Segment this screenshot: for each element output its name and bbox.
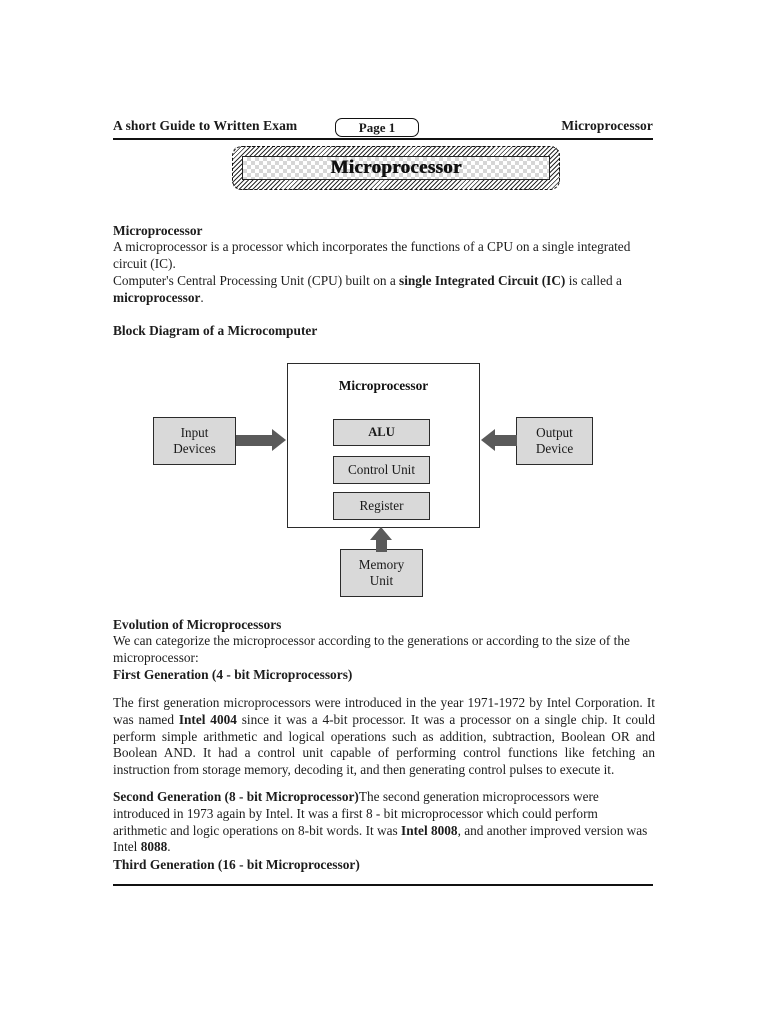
cpu-def-bold-micro: microprocessor: [113, 289, 201, 305]
first-gen-prefix: The first generation microprocessors wer…: [113, 695, 655, 727]
title-banner: Microprocessor: [232, 146, 560, 190]
second-gen-text1: The second generation microprocessors we…: [113, 789, 599, 838]
title-banner-inner: Microprocessor: [242, 156, 550, 180]
footer-divider-rule: [113, 884, 653, 886]
heading-evolution: Evolution of Microprocessors: [113, 617, 282, 632]
second-gen-bold-8088: 8088: [140, 839, 168, 855]
input-devices-line-2: Devices: [173, 441, 216, 456]
paragraph-second-generation: Second Generation (8 - bit Microprocesso…: [113, 789, 655, 856]
header-left-title: A short Guide to Written Exam: [113, 118, 298, 133]
diagram-register-box: Register: [333, 492, 430, 520]
cpu-def-bold-ic: single Integrated Circuit (IC): [399, 273, 566, 288]
diagram-memory-unit-box: Memory Unit: [340, 549, 423, 597]
second-gen-text3: .: [167, 839, 171, 855]
first-gen-bold-intel4004: Intel 4004: [178, 711, 237, 727]
output-device-line-2: Device: [535, 441, 574, 456]
running-header: A short Guide to Written Exam Page 1 Mic…: [113, 118, 653, 140]
cpu-def-mid: is called a: [565, 273, 622, 288]
diagram-input-devices-box: Input Devices: [153, 417, 236, 465]
header-divider-rule: [113, 138, 653, 140]
heading-first-generation: First Generation (4 - bit Microprocessor…: [113, 667, 353, 682]
input-devices-line-1: Input: [180, 424, 209, 440]
heading-microprocessor: Microprocessor: [113, 223, 203, 238]
second-gen-text2: , and another improved version was Intel: [113, 822, 648, 855]
paragraph-first-generation: The first generation microprocessors wer…: [113, 695, 655, 779]
heading-second-generation: Second Generation (8 - bit Microprocesso…: [113, 789, 359, 804]
paragraph-evolution-intro: We can categorize the microprocessor acc…: [113, 633, 630, 665]
paragraph-microprocessor-definition: A microprocessor is a processor which in…: [113, 239, 631, 271]
output-device-line-1: Output: [536, 424, 573, 440]
memory-unit-line-2: Unit: [369, 573, 394, 588]
banner-title-text: Microprocessor: [330, 157, 462, 178]
page-number-badge: Page 1: [335, 118, 419, 137]
heading-block-diagram: Block Diagram of a Microcomputer: [113, 323, 318, 338]
heading-third-generation: Third Generation (16 - bit Microprocesso…: [113, 857, 360, 872]
diagram-alu-box: ALU: [333, 419, 430, 446]
header-right-title: Microprocessor: [561, 118, 653, 133]
second-gen-bold-intel8008: Intel 8008: [401, 822, 458, 838]
diagram-output-device-box: Output Device: [516, 417, 593, 465]
cpu-def-suffix: .: [200, 289, 204, 305]
diagram-microprocessor-label: Microprocessor: [338, 378, 429, 393]
memory-unit-line-1: Memory: [358, 556, 405, 572]
first-gen-suffix: since it was a 4-bit processor. It was a…: [113, 711, 655, 778]
diagram-control-unit-box: Control Unit: [333, 456, 430, 484]
cpu-def-prefix: Computer's Central Processing Unit (CPU)…: [113, 273, 400, 288]
paragraph-cpu-definition: Computer's Central Processing Unit (CPU)…: [113, 273, 655, 307]
